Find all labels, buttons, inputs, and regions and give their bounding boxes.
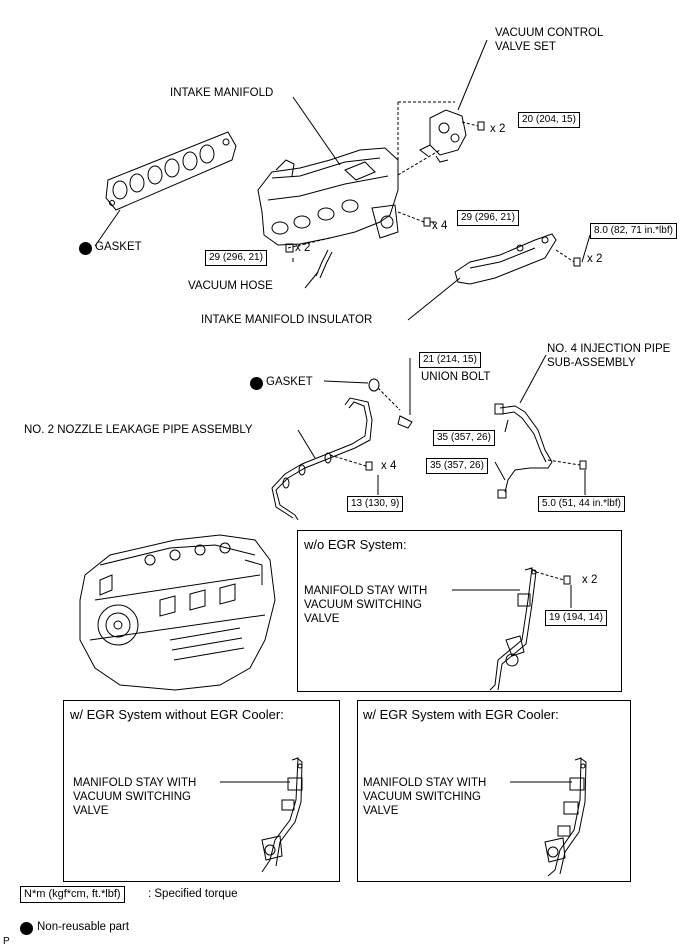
- bolt-vcv-icon: [477, 121, 485, 131]
- qty-leak: x 4: [381, 460, 397, 472]
- label-gasket-mid: GASKET: [266, 376, 313, 388]
- panel-egr-no-cooler-label: MANIFOLD STAY WITH VACUUM SWITCHING VALV…: [73, 777, 197, 817]
- torque-injection-clamp: 5.0 (51, 44 in.*lbf): [538, 496, 625, 512]
- torque-injection-a: 35 (357, 26): [433, 430, 495, 446]
- nonreusable-marker-gasket-top: [79, 242, 92, 255]
- torque-insulator: 8.0 (82, 71 in.*lbf): [590, 223, 677, 239]
- nonreusable-legend-marker: [20, 922, 33, 935]
- torque-stay: 19 (194, 14): [545, 610, 607, 626]
- panel-egr-no-cooler-title: w/ EGR System without EGR Cooler:: [70, 707, 284, 722]
- engine-drawing: [79, 534, 276, 691]
- label-vacuum-hose: VACUUM HOSE: [188, 280, 273, 292]
- egr-cooler-stay-drawing: [544, 757, 587, 877]
- panel-wo-egr: [297, 530, 622, 692]
- panel-egr-cooler-title: w/ EGR System with EGR Cooler:: [363, 707, 559, 722]
- label-gasket-top: GASKET: [95, 241, 142, 253]
- wo-egr-stay-drawing: [489, 567, 537, 691]
- qty-manifold: x 4: [432, 220, 448, 232]
- torque-manifold-left: 29 (296, 21): [205, 250, 267, 266]
- torque-vcv: 20 (204, 15): [518, 112, 580, 128]
- panel-egr-no-cooler: [63, 700, 340, 882]
- bolt-stay-icon: [563, 575, 571, 585]
- qty-insulator: x 2: [587, 253, 603, 265]
- panel-egr-cooler: [357, 700, 631, 882]
- intake-manifold-drawing: [257, 147, 399, 246]
- panel-egr-cooler-label: MANIFOLD STAY WITH VACUUM SWITCHING VALV…: [363, 777, 487, 817]
- bolt-left-icon: [285, 243, 294, 253]
- legend-nonreusable: Non-reusable part: [37, 921, 130, 933]
- intake-gasket-drawing: [105, 131, 237, 211]
- label-no2-nozzle-leakage-pipe: NO. 2 NOZZLE LEAKAGE PIPE ASSEMBLY: [24, 424, 253, 436]
- legend-torque-unit: N*m (kgf*cm, ft.*lbf): [20, 886, 125, 903]
- torque-injection-b: 35 (357, 26): [426, 458, 488, 474]
- qty-left: x 2: [295, 242, 311, 254]
- bolt-manifold-icon: [423, 217, 436, 227]
- union-bolt-icon: [397, 415, 413, 429]
- label-no4-injection-pipe: NO. 4 INJECTION PIPE SUB-ASSEMBLY: [547, 343, 671, 369]
- legend-torque-desc: : Specified torque: [148, 888, 238, 900]
- bolt-injection-icon: [579, 460, 587, 470]
- label-vacuum-control-valve-set: VACUUM CONTROL VALVE SET: [495, 27, 604, 53]
- torque-leak-pipe: 13 (130, 9): [347, 496, 404, 512]
- nonreusable-marker-gasket-mid: [250, 377, 263, 390]
- bolt-insulator-icon: [573, 257, 581, 267]
- bolt-leak-icon: [365, 461, 373, 471]
- no2-nozzle-leakage-pipe-drawing: [271, 397, 373, 521]
- torque-manifold-right: 29 (296, 21): [457, 210, 519, 226]
- panel-wo-egr-label: MANIFOLD STAY WITH VACUUM SWITCHING VALV…: [304, 585, 428, 625]
- label-intake-manifold-insulator: INTAKE MANIFOLD INSULATOR: [201, 314, 373, 326]
- no4-injection-pipe-drawing: [494, 403, 553, 499]
- egr-no-cooler-stay-drawing: [261, 757, 303, 873]
- intake-manifold-insulator-drawing: [454, 233, 557, 285]
- vacuum-hose-drawing: [315, 249, 333, 279]
- label-union-bolt: UNION BOLT: [421, 371, 491, 383]
- torque-union-bolt: 21 (214, 15): [419, 352, 481, 368]
- panel-wo-egr-title: w/o EGR System:: [304, 537, 407, 552]
- qty-stay: x 2: [582, 574, 598, 586]
- corner-mark: P: [3, 936, 10, 947]
- qty-vcv: x 2: [490, 123, 506, 135]
- vacuum-control-valve-drawing: [419, 109, 467, 163]
- gasket-mid-icon: [368, 378, 380, 392]
- label-intake-manifold: INTAKE MANIFOLD: [170, 87, 274, 99]
